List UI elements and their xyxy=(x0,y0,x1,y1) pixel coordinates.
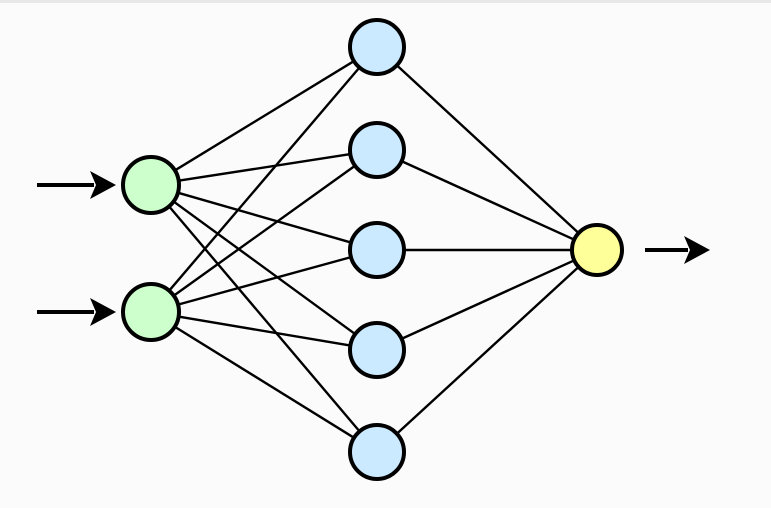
node-h4-hidden[interactable] xyxy=(348,321,406,379)
output-arrow-head-icon xyxy=(684,236,710,264)
edge-i1-h4 xyxy=(171,199,358,336)
edges-group xyxy=(167,59,581,440)
edge-i1-h3 xyxy=(175,191,354,245)
edge-h2-o1 xyxy=(399,159,577,242)
edge-h5-o1 xyxy=(394,265,581,436)
edge-i1-h1 xyxy=(172,59,357,173)
edge-i2-h5 xyxy=(172,325,357,440)
edge-i1-h2 xyxy=(176,152,353,183)
node-o1-output[interactable] xyxy=(570,223,624,277)
node-h5-hidden[interactable] xyxy=(348,423,406,481)
edge-i2-h1 xyxy=(167,65,362,293)
node-h1-hidden[interactable] xyxy=(348,18,406,76)
node-h2-hidden[interactable] xyxy=(348,121,406,179)
output-arrow xyxy=(645,236,710,264)
input-arrow-top-head-icon xyxy=(90,171,116,199)
edge-i2-h3 xyxy=(175,255,354,307)
edge-h1-o1 xyxy=(394,63,581,235)
edge-h4-o1 xyxy=(399,258,577,341)
node-i2-input[interactable] xyxy=(121,282,181,342)
input-arrow-bottom-head-icon xyxy=(90,298,116,326)
node-i1-input[interactable] xyxy=(121,155,181,215)
input-arrow-top xyxy=(37,171,116,199)
edge-i1-h5 xyxy=(167,204,362,434)
edge-i2-h4 xyxy=(176,315,353,347)
input-arrow-bottom xyxy=(37,298,116,326)
node-h3-hidden[interactable] xyxy=(348,221,406,279)
arrows-group xyxy=(37,171,710,326)
edge-i2-h2 xyxy=(171,163,358,298)
nodes-group xyxy=(121,18,624,481)
